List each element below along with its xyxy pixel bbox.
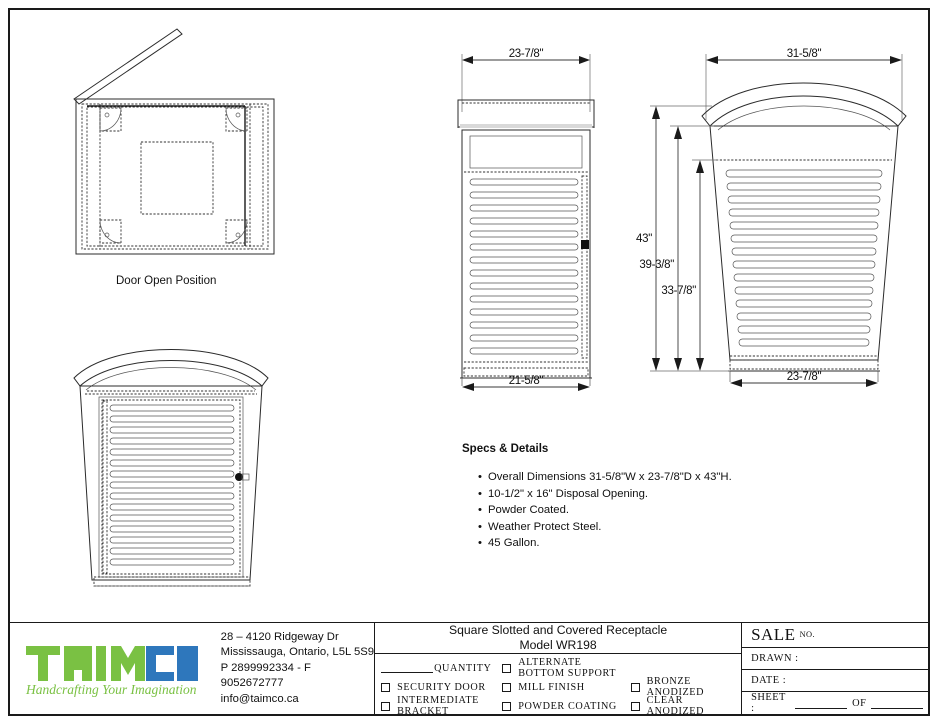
quantity-input[interactable] <box>381 663 434 673</box>
option-label: INTERMEDIATE BRACKET <box>397 695 479 717</box>
option-label: SECURITY DOOR <box>397 681 486 693</box>
dim-height-slots: 33-7/8" <box>661 159 718 371</box>
checkbox-bronze-anodized[interactable] <box>630 682 640 692</box>
checkbox-intermediate-bracket[interactable] <box>381 701 391 711</box>
dim-label-front-top: 31-5/8" <box>787 48 822 60</box>
sheet-total-input[interactable] <box>871 698 924 709</box>
option-alternate-bottom-support[interactable]: ALTERNATE BOTTOM SUPPORT <box>502 657 630 679</box>
sheet-border <box>8 8 930 716</box>
front-slots <box>109 404 235 566</box>
dim-height-overall: 43" <box>636 105 712 371</box>
options-area: QUANTITY SECURITY DOOR INTERMEDIATE BRAC… <box>375 654 741 717</box>
specs-item: 45 Gallon. <box>478 535 792 552</box>
option-mill-finish[interactable]: MILL FINISH <box>502 679 630 695</box>
specs-item: Powder Coated. <box>478 502 792 519</box>
checkbox-mill-finish[interactable] <box>502 682 512 692</box>
dim-label-height-overall: 43" <box>636 233 652 245</box>
product-model: Model WR198 <box>519 638 597 652</box>
dim-height-body: 39-3/8" <box>639 125 714 371</box>
quantity-label: QUANTITY <box>434 662 492 674</box>
specs-item: 10-1/2" x 16" Disposal Opening. <box>478 486 792 503</box>
dim-label-height-body: 39-3/8" <box>639 259 674 271</box>
product-title: Square Slotted and Covered Receptacle <box>448 623 668 637</box>
front-arched-lid <box>701 82 907 131</box>
taimco-logo-icon: Handcrafting Your Imagination <box>25 645 198 697</box>
option-label: BRONZE ANODIZED <box>646 676 705 698</box>
option-clear-anodized[interactable]: CLEAR ANODIZED <box>630 695 741 717</box>
drawn-label: DRAWN : <box>751 652 799 664</box>
options-column-2: ALTERNATE BOTTOM SUPPORT MILL FINISH POW… <box>502 657 630 714</box>
specs-list: Overall Dimensions 31-5/8"W x 23-7/8"D x… <box>462 469 792 552</box>
option-label: POWDER COATING <box>518 700 617 712</box>
product-title-area: Square Slotted and Covered Receptacle Mo… <box>375 623 742 654</box>
option-bronze-anodized[interactable]: BRONZE ANODIZED <box>630 676 741 698</box>
open-door-panel <box>73 28 183 105</box>
side-elevation-view: 23-7/8" <box>444 42 704 402</box>
disposal-opening <box>140 141 214 215</box>
checkbox-security-door[interactable] <box>381 682 391 692</box>
specs-item: Overall Dimensions 31-5/8"W x 23-7/8"D x… <box>478 469 792 486</box>
option-intermediate-bracket[interactable]: INTERMEDIATE BRACKET <box>381 695 502 717</box>
checkbox-clear-anodized[interactable] <box>630 701 640 711</box>
field-drawn[interactable]: DRAWN : <box>742 648 928 670</box>
corner-brackets <box>99 107 248 244</box>
option-label: ALTERNATE BOTTOM SUPPORT <box>518 657 617 679</box>
date-label: DATE : <box>751 674 787 686</box>
option-powder-coating[interactable]: POWDER COATING <box>502 698 630 714</box>
door-lock <box>235 473 250 481</box>
title-block: Handcrafting Your Imagination 28 – 4120 … <box>10 622 928 717</box>
title-block-fields: SALE NO. DRAWN : DATE : SHEET : OF <box>742 623 928 714</box>
sheet-number-input[interactable] <box>795 698 848 709</box>
side-door-lock <box>581 240 589 249</box>
arched-lid <box>73 349 269 391</box>
dim-front-bottom-width: 23-7/8" <box>730 371 878 387</box>
sheet-label: SHEET : <box>751 692 786 714</box>
option-security-door[interactable]: SECURITY DOOR <box>381 679 502 695</box>
options-column-3: BRONZE ANODIZED CLEAR ANODIZED <box>630 658 741 717</box>
address-line: Mississauga, Ontario, L5L 5S9 <box>220 646 375 659</box>
dim-side-bottom-width: 21-5/8" <box>462 375 590 391</box>
side-slots <box>469 178 579 355</box>
field-sheet[interactable]: SHEET : OF <box>742 692 928 714</box>
dim-front-top-width: 31-5/8" <box>705 48 903 120</box>
specs-item: Weather Protect Steel. <box>478 519 792 536</box>
field-sale-no[interactable]: SALE NO. <box>742 623 928 648</box>
option-label: CLEAR ANODIZED <box>646 695 705 717</box>
company-address: 28 – 4120 Ridgeway Dr Mississauga, Ontar… <box>207 630 374 707</box>
dim-label-front-bottom: 23-7/8" <box>787 371 822 383</box>
checkbox-alternate-bottom-support[interactable] <box>502 663 512 673</box>
specs-heading: Specs & Details <box>462 443 549 455</box>
company-logo: Handcrafting Your Imagination <box>10 640 207 698</box>
disposal-opening-side <box>469 135 583 169</box>
sale-label: SALE <box>751 624 796 644</box>
sale-no-label: NO. <box>799 630 815 640</box>
door-open-caption: Door Open Position <box>116 275 217 287</box>
address-email: info@taimco.ca <box>220 692 299 705</box>
address-line: P 2899992334 - F 9052672777 <box>220 661 311 690</box>
title-block-product: Square Slotted and Covered Receptacle Mo… <box>375 623 743 717</box>
company-tagline: Handcrafting Your Imagination <box>25 682 197 697</box>
address-line: 28 – 4120 Ridgeway Dr <box>220 630 339 643</box>
dim-label-side-top: 23-7/8" <box>509 48 544 60</box>
quantity-row: QUANTITY <box>381 660 502 676</box>
side-lid <box>457 99 595 128</box>
field-date[interactable]: DATE : <box>742 670 928 692</box>
specs-block: Specs & Details Overall Dimensions 31-5/… <box>462 443 792 552</box>
dim-label-height-slots: 33-7/8" <box>661 285 696 297</box>
dim-label-side-bottom: 21-5/8" <box>509 375 544 387</box>
sheet-of-label: OF <box>852 697 867 709</box>
dim-side-top-width: 23-7/8" <box>461 48 591 112</box>
option-label: MILL FINISH <box>518 681 585 693</box>
front-dimension-view: 31-5/8" <box>636 42 936 402</box>
title-block-company: Handcrafting Your Imagination 28 – 4120 … <box>10 623 376 714</box>
checkbox-powder-coating[interactable] <box>502 701 512 711</box>
door-open-top-view <box>60 20 390 290</box>
front-dim-slots <box>725 169 883 347</box>
options-column-1: QUANTITY SECURITY DOOR INTERMEDIATE BRAC… <box>375 658 502 717</box>
front-elevation-view <box>72 334 282 614</box>
